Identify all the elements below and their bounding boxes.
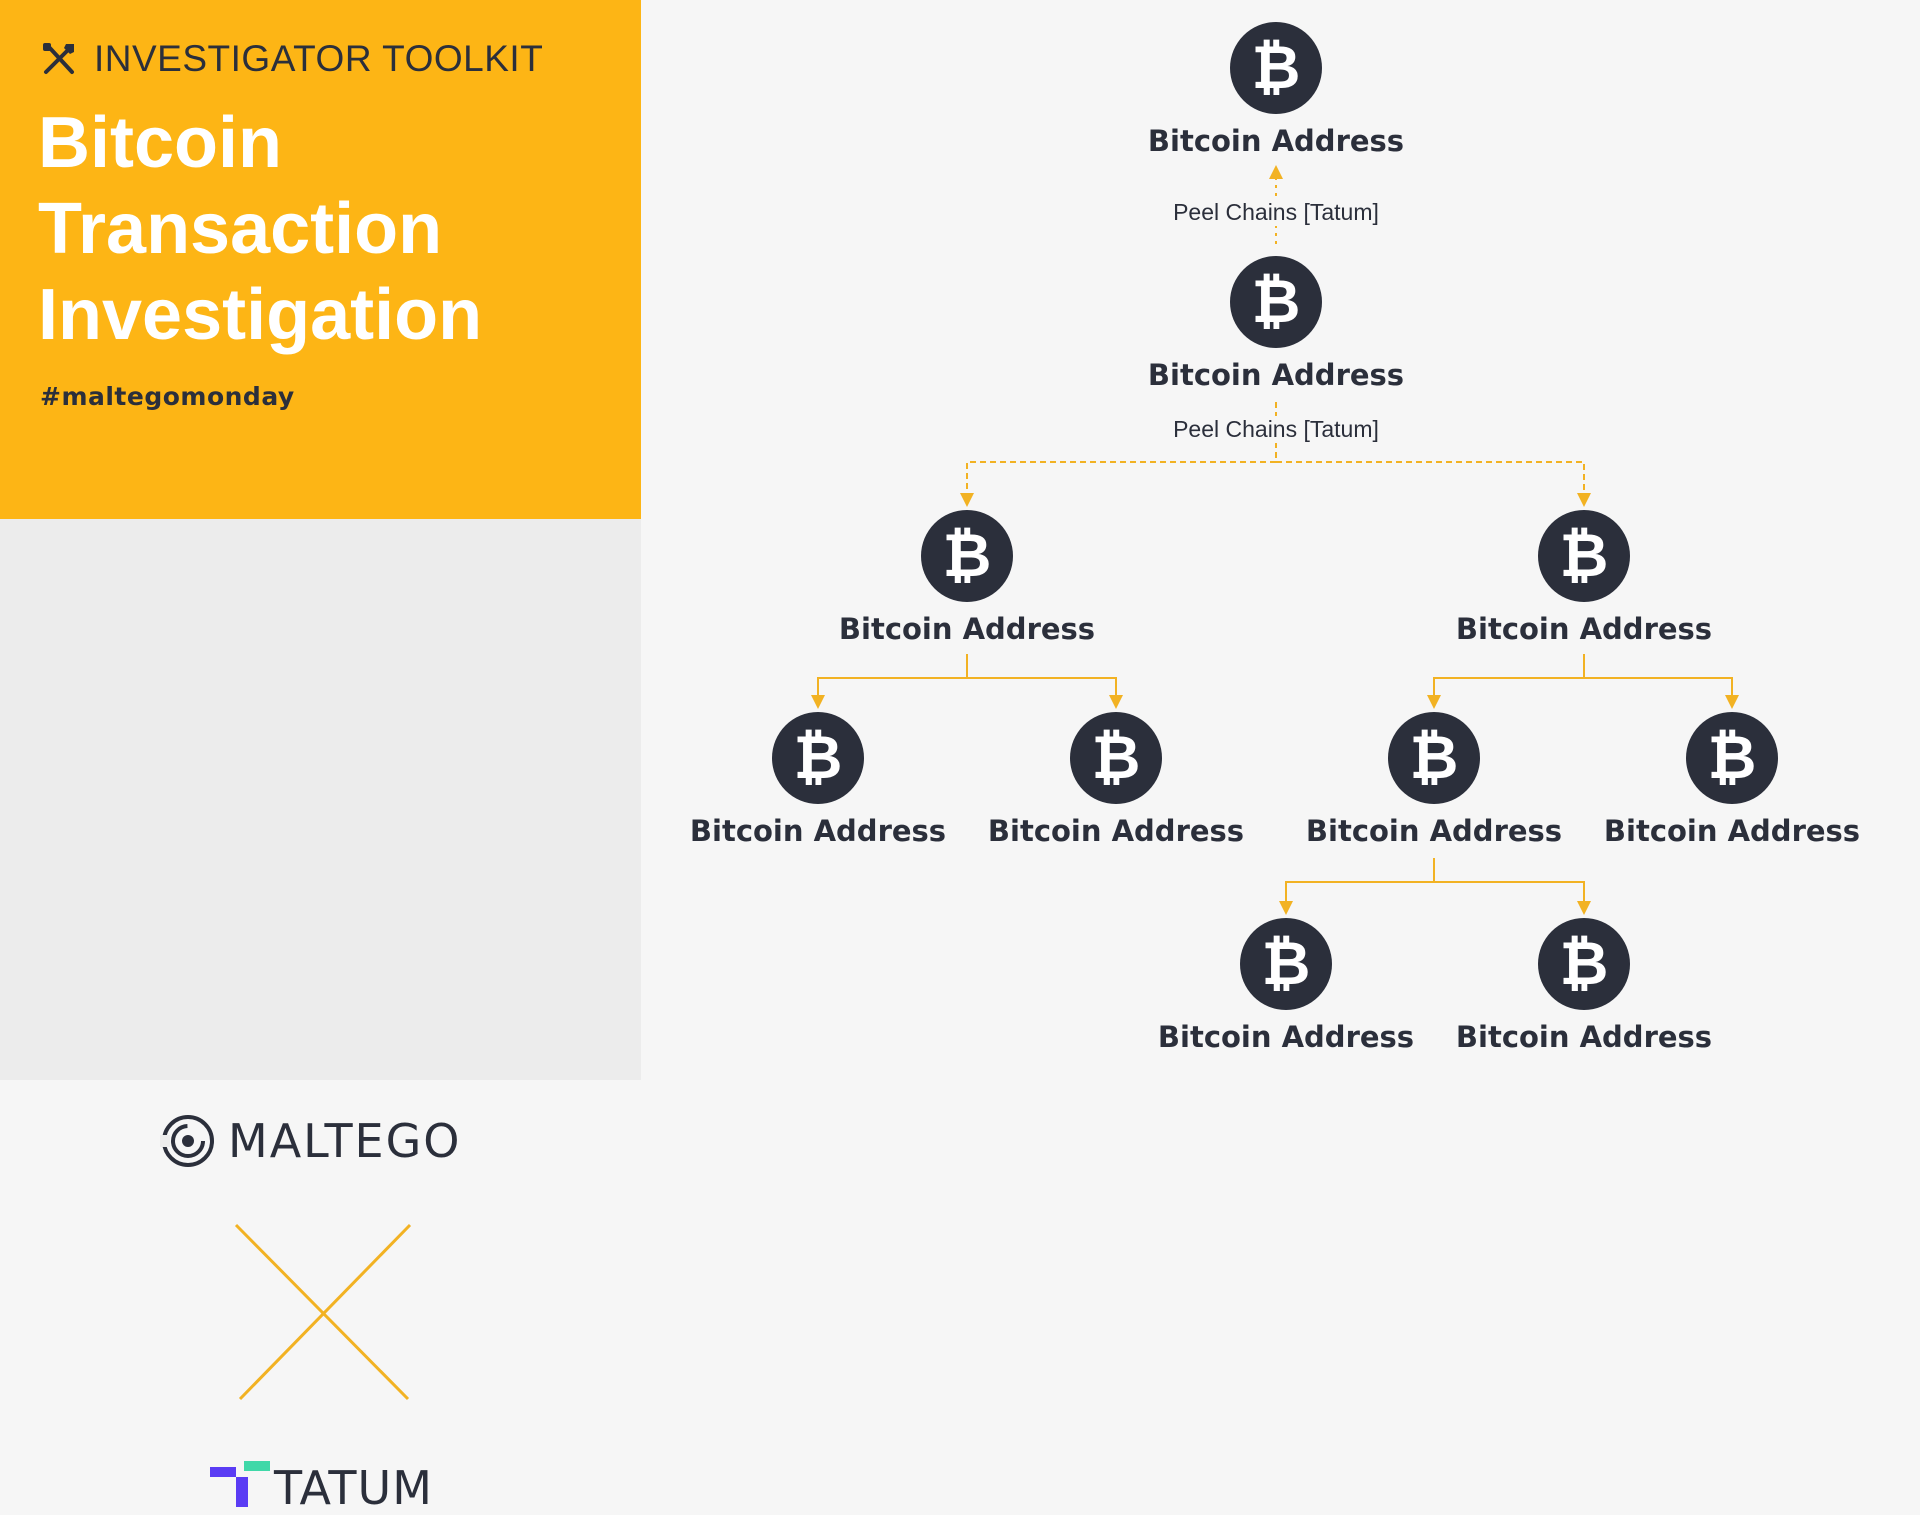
bitcoin-icon: ₿ bbox=[1070, 712, 1162, 804]
svg-text:₿: ₿ bbox=[1560, 521, 1609, 591]
node-bitcoin-address-4[interactable]: ₿ Bitcoin Address bbox=[1434, 510, 1734, 646]
node-bitcoin-address-7[interactable]: ₿ Bitcoin Address bbox=[1284, 712, 1584, 848]
node-label: Bitcoin Address bbox=[1455, 612, 1713, 646]
svg-text:₿: ₿ bbox=[1708, 723, 1757, 793]
node-bitcoin-address-1[interactable]: ₿ Bitcoin Address bbox=[1126, 22, 1426, 158]
hashtag: #maltegomonday bbox=[40, 382, 295, 411]
maltego-logo: MALTEGO bbox=[160, 1113, 461, 1169]
node-bitcoin-address-9[interactable]: ₿ Bitcoin Address bbox=[1136, 918, 1436, 1054]
title-panel: INVESTIGATOR TOOLKIT Bitcoin Transaction… bbox=[0, 0, 641, 519]
bitcoin-icon: ₿ bbox=[772, 712, 864, 804]
node-label: Bitcoin Address bbox=[1603, 814, 1861, 848]
diagram-panel bbox=[641, 0, 1920, 1080]
node-label: Bitcoin Address bbox=[1147, 358, 1405, 392]
title-line-1: Bitcoin bbox=[38, 103, 282, 183]
edge-n3-n6 bbox=[967, 677, 1123, 709]
tools-icon bbox=[43, 43, 74, 74]
edge-n7-n10 bbox=[1434, 881, 1591, 915]
svg-text:₿: ₿ bbox=[1252, 33, 1301, 103]
svg-text:₿: ₿ bbox=[794, 723, 843, 793]
edge-n7-n9 bbox=[1279, 858, 1435, 915]
edge-label-n2-n3: Peel Chains [Tatum] bbox=[1126, 416, 1426, 443]
node-label: Bitcoin Address bbox=[1157, 1020, 1415, 1054]
node-bitcoin-address-6[interactable]: ₿ Bitcoin Address bbox=[966, 712, 1266, 848]
edge-label-n2-n1: Peel Chains [Tatum] bbox=[1126, 199, 1426, 226]
node-bitcoin-address-3[interactable]: ₿ Bitcoin Address bbox=[817, 510, 1117, 646]
edge-n3-n5 bbox=[811, 654, 968, 709]
node-label: Bitcoin Address bbox=[1147, 124, 1405, 158]
node-label: Bitcoin Address bbox=[838, 612, 1096, 646]
maltego-logo-icon bbox=[160, 1115, 214, 1167]
page-title: Bitcoin Transaction Investigation bbox=[38, 100, 618, 358]
title-line-3: Investigation bbox=[38, 275, 483, 355]
svg-text:₿: ₿ bbox=[943, 521, 992, 591]
svg-text:₿: ₿ bbox=[1092, 723, 1141, 793]
bitcoin-icon: ₿ bbox=[1686, 712, 1778, 804]
edge-n2-n4 bbox=[1276, 461, 1591, 507]
node-label: Bitcoin Address bbox=[689, 814, 947, 848]
edge-n4-n7 bbox=[1427, 654, 1585, 709]
tatum-wordmark: TATUM bbox=[274, 1461, 433, 1515]
svg-text:₿: ₿ bbox=[1410, 723, 1459, 793]
bitcoin-icon: ₿ bbox=[921, 510, 1013, 602]
kicker-text: INVESTIGATOR TOOLKIT bbox=[94, 38, 544, 79]
svg-text:₿: ₿ bbox=[1560, 929, 1609, 999]
edge-n4-n8 bbox=[1584, 677, 1739, 709]
svg-text:₿: ₿ bbox=[1262, 929, 1311, 999]
bitcoin-icon: ₿ bbox=[1538, 510, 1630, 602]
bitcoin-icon: ₿ bbox=[1388, 712, 1480, 804]
maltego-wordmark: MALTEGO bbox=[228, 1114, 462, 1168]
svg-text:₿: ₿ bbox=[1252, 267, 1301, 337]
node-bitcoin-address-8[interactable]: ₿ Bitcoin Address bbox=[1582, 712, 1882, 848]
bitcoin-icon: ₿ bbox=[1538, 918, 1630, 1010]
tatum-logo-icon bbox=[210, 1461, 270, 1507]
node-bitcoin-address-2[interactable]: ₿ Bitcoin Address bbox=[1126, 256, 1426, 392]
node-bitcoin-address-5[interactable]: ₿ Bitcoin Address bbox=[668, 712, 968, 848]
bitcoin-icon: ₿ bbox=[1230, 22, 1322, 114]
kicker: INVESTIGATOR TOOLKIT bbox=[40, 38, 543, 80]
tatum-logo: TATUM bbox=[208, 1455, 433, 1511]
bitcoin-icon: ₿ bbox=[1230, 256, 1322, 348]
cross-icon bbox=[234, 1223, 412, 1401]
node-label: Bitcoin Address bbox=[1305, 814, 1563, 848]
node-label: Bitcoin Address bbox=[987, 814, 1245, 848]
title-line-2: Transaction bbox=[38, 189, 443, 269]
node-label: Bitcoin Address bbox=[1455, 1020, 1713, 1054]
bitcoin-icon: ₿ bbox=[1240, 918, 1332, 1010]
node-bitcoin-address-10[interactable]: ₿ Bitcoin Address bbox=[1434, 918, 1734, 1054]
